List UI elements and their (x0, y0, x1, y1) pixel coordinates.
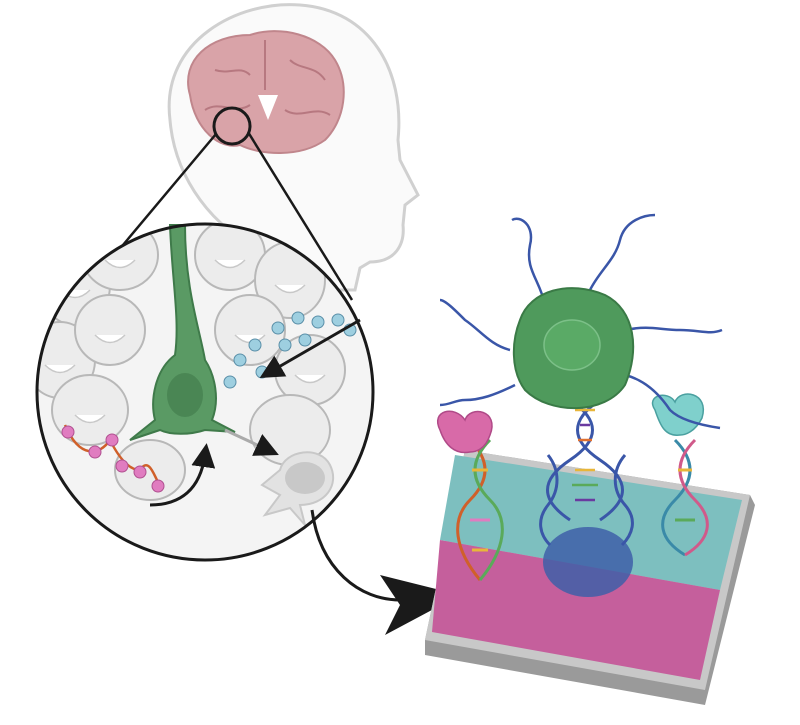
magnified-tissue (35, 222, 375, 562)
molecules (61, 425, 165, 493)
chip-teal-region (440, 455, 742, 590)
brain (187, 30, 345, 154)
left-helix (456, 438, 504, 581)
chip-pink-region (432, 540, 720, 680)
zoom-source-circle (212, 106, 252, 146)
target-cell-with-aptamers (439, 213, 723, 430)
release-arrow (259, 318, 361, 379)
right-helix (661, 438, 709, 557)
capture-probe (543, 527, 633, 597)
zoom-line-right (246, 131, 354, 301)
uptake-arrow (149, 443, 216, 507)
center-helix (546, 398, 624, 522)
dna-helices (456, 398, 709, 581)
neuron (129, 224, 236, 441)
transfer-arrow (310, 509, 401, 602)
antibody-pink (437, 410, 493, 454)
gray-arrow (224, 428, 279, 456)
